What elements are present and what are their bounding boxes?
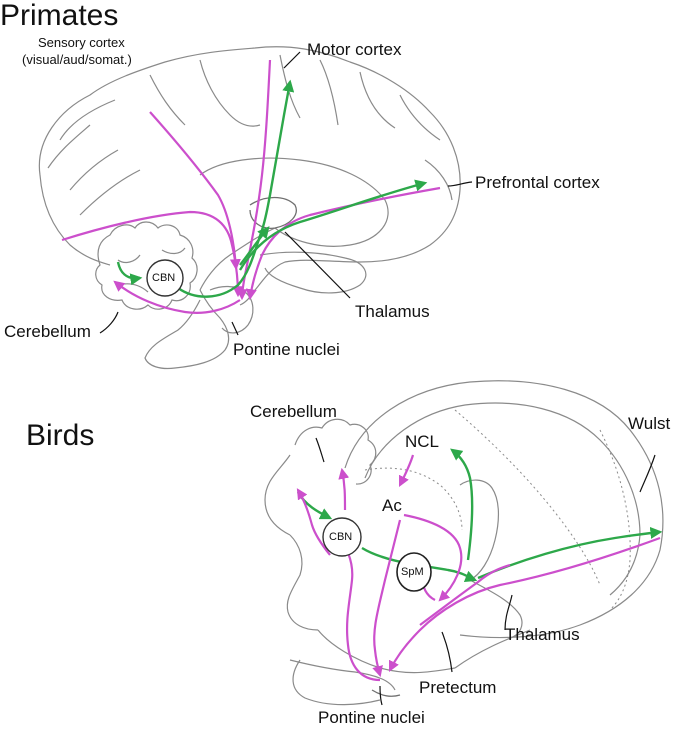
- ac-label: Ac: [382, 496, 402, 515]
- bird-cbn-label: CBN: [329, 531, 353, 543]
- sensory-cortex-label: Sensory cortex: [38, 35, 125, 50]
- spm-label: SpM: [401, 566, 424, 578]
- bird-leader-lines: [315, 437, 656, 706]
- primate-leader-lines: [99, 51, 473, 336]
- motor-cortex-label: Motor cortex: [307, 40, 402, 59]
- primate-thalamus-label: Thalamus: [355, 302, 430, 321]
- bird-cerebellum-label: Cerebellum: [250, 402, 337, 421]
- primate-pathways: [61, 59, 441, 314]
- primates-title: Primates: [0, 0, 119, 32]
- prefrontal-cortex-label: Prefrontal cortex: [475, 173, 600, 192]
- primate-cbn-node: [146, 259, 184, 297]
- primate-cbn-label: CBN: [152, 272, 176, 284]
- bird-thalamus-label: Thalamus: [505, 625, 580, 644]
- bird-brain-outline: [264, 380, 664, 706]
- bird-pontine-nuclei-label: Pontine nuclei: [318, 708, 425, 727]
- primate-pontine-nuclei-label: Pontine nuclei: [233, 340, 340, 359]
- bird-nodes: [322, 517, 432, 592]
- primate-cerebellum-label: Cerebellum: [4, 322, 91, 341]
- wulst-label: Wulst: [628, 414, 671, 433]
- sensory-cortex-sublabel: (visual/aud/somat.): [22, 52, 132, 67]
- birds-title: Birds: [26, 419, 95, 452]
- ncl-label: NCL: [405, 432, 440, 451]
- bird-pathways: [296, 448, 663, 682]
- pretectum-label: Pretectum: [419, 678, 497, 697]
